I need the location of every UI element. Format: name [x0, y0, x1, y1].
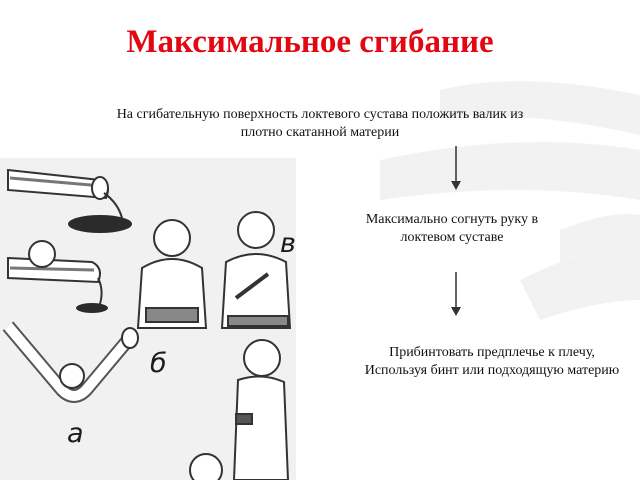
- figure-label-v: в: [280, 228, 296, 259]
- step-1-text: На сгибательную поверхность локтевого су…: [116, 107, 524, 140]
- figure-label-b: б: [150, 348, 167, 379]
- page-title: Максимальное сгибание конечности: [126, 24, 494, 74]
- step-3-text: Прибинтовать предплечье к плечу, Использ…: [364, 345, 620, 378]
- arrow-down-icon: [451, 272, 461, 316]
- figure-label-a: а: [67, 418, 84, 449]
- arrow-down-icon: [451, 146, 461, 190]
- step-2-text: Максимально согнуть руку в локтевом суст…: [365, 212, 539, 245]
- tourniquet-illustration: [0, 158, 296, 480]
